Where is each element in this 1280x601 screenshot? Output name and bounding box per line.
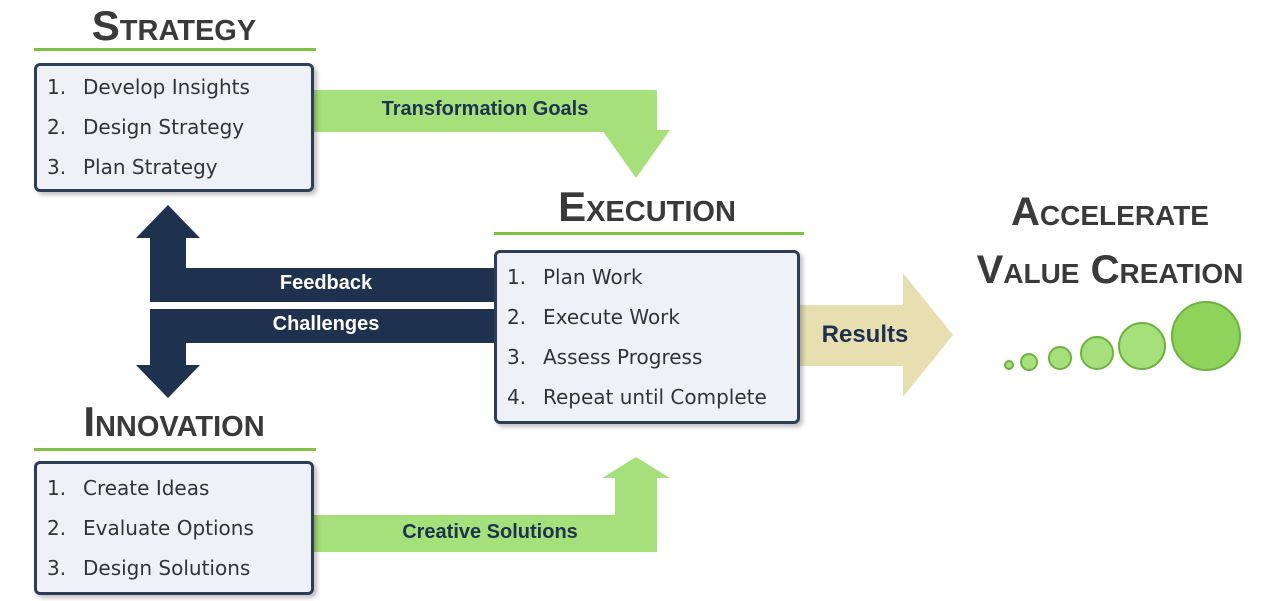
- execution-box: 1.Plan Work 2.Execute Work 3.Assess Prog…: [494, 250, 800, 424]
- innovation-item: 2.Evaluate Options: [47, 516, 254, 540]
- execution-title: Execution: [558, 183, 736, 230]
- feedback-arrow: [136, 205, 494, 302]
- transformation-goals-arrow: [314, 90, 670, 178]
- innovation-item: 3.Design Solutions: [47, 556, 251, 580]
- challenges-label: Challenges: [272, 313, 380, 335]
- innovation-title: Innovation: [83, 398, 265, 445]
- results-arrow: [800, 273, 953, 397]
- strategy-box: 1.Develop Insights 2.Design Strategy 3.P…: [34, 63, 314, 192]
- strategy-item: 3.Plan Strategy: [47, 155, 218, 179]
- outcome-title-line1: Accelerate: [1011, 190, 1209, 234]
- growth-circle-1: [1004, 360, 1014, 370]
- growth-circle-3: [1048, 346, 1072, 370]
- strategy-item: 1.Develop Insights: [47, 75, 250, 99]
- innovation-box: 1.Create Ideas 2.Evaluate Options 3.Desi…: [34, 461, 314, 595]
- growth-circle-6: [1171, 301, 1241, 371]
- strategy-item: 2.Design Strategy: [47, 115, 245, 139]
- growth-circle-5: [1118, 322, 1166, 370]
- execution-underline: [494, 232, 804, 235]
- transformation-goals-label: Transformation Goals: [381, 98, 589, 120]
- execution-item: 3.Assess Progress: [507, 345, 703, 369]
- growth-circles: [1004, 301, 1241, 371]
- execution-item: 1.Plan Work: [507, 265, 643, 289]
- feedback-label: Feedback: [279, 272, 373, 294]
- growth-circle-2: [1020, 353, 1038, 371]
- growth-circle-4: [1080, 336, 1114, 370]
- challenges-arrow: [136, 309, 494, 398]
- outcome-title-line2: Value Creation: [976, 248, 1244, 292]
- strategy-underline: [34, 48, 316, 51]
- results-label: Results: [821, 321, 909, 348]
- execution-item: 4.Repeat until Complete: [507, 385, 767, 409]
- innovation-item: 1.Create Ideas: [47, 476, 210, 500]
- innovation-underline: [34, 448, 316, 451]
- creative-solutions-label: Creative Solutions: [402, 521, 578, 543]
- execution-item: 2.Execute Work: [507, 305, 680, 329]
- creative-solutions-arrow: [314, 457, 670, 552]
- strategy-title: Strategy: [91, 2, 257, 49]
